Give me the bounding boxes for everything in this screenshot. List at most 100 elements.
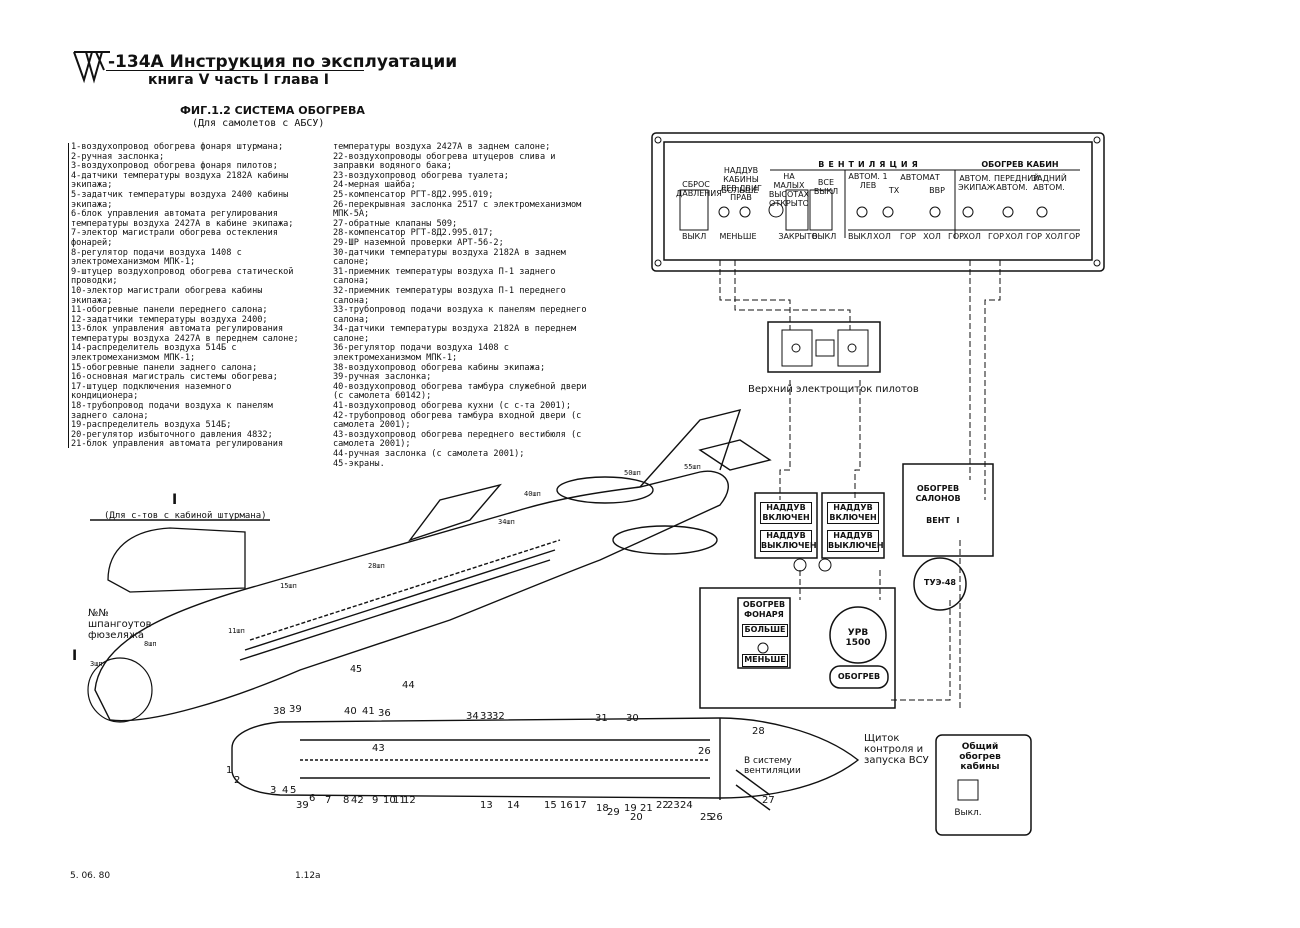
legend-entry: 24-мерная шайба; (333, 180, 416, 191)
legend-left: 1-воздухопровод обогрева фонаря штурмана… (71, 142, 299, 450)
manual-title: -134A Инструкция по эксплуатации (108, 52, 458, 72)
callout-number: 42 (351, 795, 364, 806)
legend-entry: 1-воздухопровод обогрева фонаря штурмана… (71, 142, 284, 152)
panel-label-low-alt: НА МАЛЫХ ВЫСОТАХ ОТКРЫТО (768, 172, 810, 208)
canopy-more-label: БОЛЬШЕ (742, 624, 788, 637)
legend-entry: 14-распределитель воздуха 514Б с электро… (71, 343, 237, 364)
callout-number: 2 (234, 775, 241, 786)
legend-entry: 11-обогревные панели переднего салона; (71, 305, 268, 316)
inset-caption: (Для с-тов с кабиной штурмана) (104, 511, 267, 521)
inset-mark: I (172, 492, 178, 508)
legend-entry: 32-приемник температуры воздуха П-1 пере… (333, 285, 566, 306)
urv-gauge (829, 606, 887, 664)
legend-entry: 16-основная магистраль системы обогрева; (71, 372, 278, 383)
callout-number: 6 (309, 793, 316, 804)
frame-label: 34шп (498, 518, 515, 526)
callout-number: 19 (624, 803, 637, 814)
panel-hot-4: ГОР (1026, 232, 1042, 241)
frame-label: 15шп (280, 582, 297, 590)
annunciator-pressure-on-left: НАДДУВ ВКЛЮЧЕН (760, 502, 812, 524)
legend-entry: температуры воздуха 2427А в заднем салон… (333, 142, 551, 152)
callout-number: 38 (273, 706, 286, 717)
legend-entry: 5-задатчик температуры воздуха 2400 каби… (71, 189, 289, 210)
callout-number: 20 (630, 812, 643, 823)
panel-cold-5: ХОЛ (1045, 232, 1063, 241)
vsu-caption: Щиток контроля и запуска ВСУ (864, 733, 929, 766)
panel-group-heat: ОБОГРЕВ КАБИН (981, 160, 1059, 169)
canopy-less-label: МЕНЬШЕ (742, 654, 788, 667)
legend-entry: 28-компенсатор РГТ-8Д2.995.017; (333, 228, 494, 239)
legend-entry: 9-штуцер воздухопровод обогрева статичес… (71, 266, 294, 287)
panel-closed: ЗАКРЫТО (778, 232, 818, 241)
panel-label-all-off: ВСЕ ВЫКЛ (813, 178, 839, 196)
legend-entry: 12-задатчики температуры воздуха 2400; (71, 314, 268, 325)
callout-number: 16 (560, 800, 573, 811)
callout-number: 39 (289, 704, 302, 715)
callout-number: 39 (296, 800, 309, 811)
legend-entry: 6-блок управления автомата регулирования… (71, 209, 294, 229)
callout-number: 32 (492, 711, 505, 722)
legend-entry: 23-воздухопровод обогрева туалета; (333, 170, 509, 181)
legend-entry: 45-экраны. (333, 458, 385, 469)
panel-cold-2: ХОЛ (923, 232, 941, 241)
panel-label-auto1: АВТОМ. 1 ЛЕВ (848, 172, 888, 190)
annunciator-pressure-off-right: НАДДУВ ВЫКЛЮЧЕН (827, 530, 884, 552)
legend-entry: 43-воздухопровод обогрева переднего вест… (333, 429, 582, 450)
legend-entry: 34-датчики температуры воздуха 2182А в п… (333, 324, 577, 344)
callout-number: 40 (344, 706, 357, 717)
manual-subtitle: книга V часть I глава I (148, 72, 330, 88)
panel-label-rear-auto: ЗАДНИЙ АВТОМ. (1032, 174, 1067, 192)
legend-entry: 19-распределитель воздуха 514Б; (71, 420, 232, 431)
legend-entry: 18-трубопровод подачи воздуха к панелям … (71, 401, 273, 421)
frame-label: 50шп (624, 469, 641, 477)
figure-subtitle: (Для самолетов с АБСУ) (192, 118, 325, 129)
callout-number: 24 (680, 800, 693, 811)
panel-off-3: ВЫКЛ (848, 232, 873, 241)
callout-number: 13 (480, 800, 493, 811)
legend-entry: 10-электор магистрали обогрева кабины эк… (71, 285, 263, 306)
panel-off-1: ВЫКЛ (682, 232, 707, 241)
frames-caption: №№ шпангоутов фюзеляжа (88, 608, 152, 641)
legend-entry: 4-датчики температуры воздуха 2182А каби… (71, 170, 289, 191)
legend-entry: 38-воздухопровод обогрева кабины экипажа… (333, 362, 546, 373)
panel-label-dump: СБРОС ДАВЛЕНИЯ (676, 180, 722, 198)
cabin-heat-label: Общий обогрев кабины (959, 742, 1001, 772)
callout-number: 15 (544, 800, 557, 811)
footer-page: 1.12а (295, 871, 321, 881)
callout-number: 17 (574, 800, 587, 811)
panel-cold-1: ХОЛ (873, 232, 891, 241)
legend-entry: 15-обогревные панели заднего салона; (71, 362, 258, 373)
panel-cold-3: ХОЛ (963, 232, 981, 241)
legend-entry: 44-ручная заслонка (с самолета 2001); (333, 449, 525, 459)
callout-I: I (72, 648, 78, 664)
panel-label-more: БОЛЬШЕ (721, 186, 759, 195)
logo-emblem (73, 51, 110, 84)
callout-number: 28 (752, 726, 765, 737)
legend-entry: 3-воздухопровод обогрева фонаря пилотов; (71, 161, 278, 172)
legend-entry: 17-штуцер подключения наземного кондицио… (71, 381, 232, 402)
panel-hot-2: ГОР (948, 232, 964, 241)
legend-entry: 29-ШР наземной проверки АРТ-56-2; (333, 237, 504, 248)
legend-entry: 39-ручная заслонка; (333, 372, 432, 383)
callout-number: 5 (290, 785, 297, 796)
panel-less: МЕНЬШЕ (719, 232, 757, 241)
callout-number: 27 (762, 795, 775, 806)
tue-gauge (913, 557, 967, 611)
legend-entry: 21-блок управления автомата регулировани… (71, 439, 284, 450)
panel-label-crew-auto: АВТОМ. ЭКИПАЖ (958, 174, 996, 192)
legend-entry: 36-регулятор подачи воздуха 1408 с элект… (333, 343, 509, 364)
footer-date: 5. 06. 80 (70, 871, 111, 881)
callout-number: 1 (226, 765, 233, 776)
frame-label: 40шп (524, 490, 541, 498)
panel-label-automat: АВТОМАТ (900, 173, 940, 182)
legend-entry: 41-воздухопровод обогрева кухни (с с-та … (333, 401, 571, 412)
fuselage-side-view (231, 717, 860, 811)
urv-label: УРВ 1500 (845, 628, 871, 648)
panel-hot-5: ГОР (1064, 232, 1080, 241)
callout-number: 10 (383, 795, 396, 806)
callout-number: 26 (710, 812, 723, 823)
legend-entry: 8-регулятор подачи воздуха 1408 с электр… (71, 247, 242, 268)
frame-label: 55шп (684, 463, 701, 471)
panel-label-pressure: НАДДУВ КАБИНЫ ЛЕВ ДВИГ ПРАВ (720, 166, 762, 202)
